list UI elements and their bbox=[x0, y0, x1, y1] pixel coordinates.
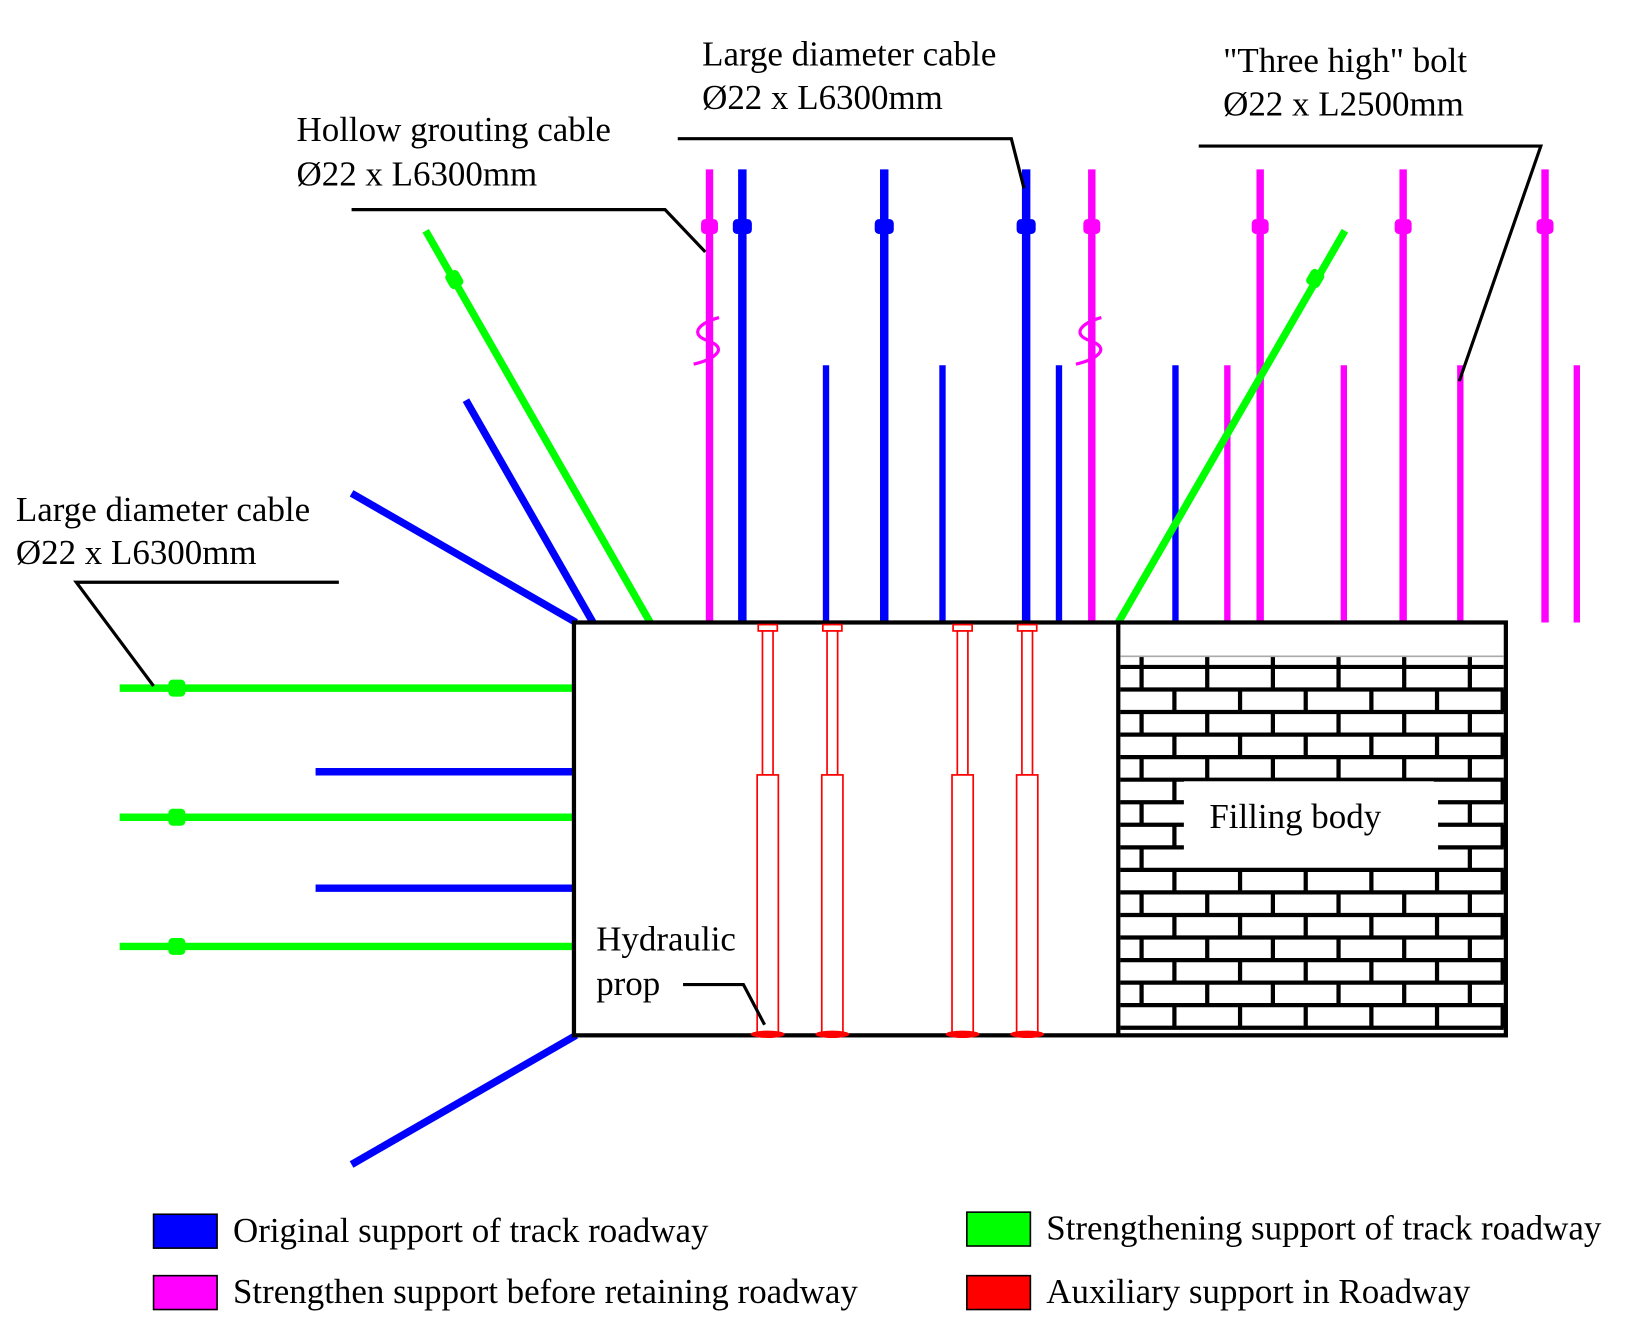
prop-inner-tube bbox=[1021, 630, 1034, 776]
filling-body-label: Filling body bbox=[1209, 797, 1381, 836]
legend-swatch-before-retaining bbox=[152, 1274, 218, 1311]
legend-label-auxiliary: Auxiliary support in Roadway bbox=[1046, 1272, 1471, 1311]
anchor-knot bbox=[701, 219, 718, 234]
legend-item-strengthening: Strengthening support of track roadway bbox=[966, 1209, 1602, 1248]
anchor-knot bbox=[1394, 219, 1412, 234]
three-high-bolt-spec: Ø22 x L2500mm bbox=[1223, 84, 1464, 123]
large-cable-left-leader bbox=[73, 580, 339, 687]
legend-swatch-strengthening bbox=[966, 1211, 1032, 1247]
legend-label-strengthening: Strengthening support of track roadway bbox=[1046, 1209, 1602, 1248]
prop-head bbox=[821, 623, 843, 632]
prop-outer-cylinder bbox=[1015, 774, 1039, 1035]
prop-inner-tube bbox=[761, 630, 774, 776]
prop-base bbox=[945, 1030, 980, 1038]
blue-angled-bolt-2 bbox=[349, 490, 578, 626]
legend-label-original: Original support of track roadway bbox=[233, 1211, 709, 1250]
filling-body-label-bg bbox=[1183, 781, 1434, 862]
annotation-large-cable-left: Large diameter cable Ø22 x L6300mm bbox=[16, 490, 339, 687]
anchor-knot bbox=[445, 269, 464, 289]
three-high-bolt-leader bbox=[1198, 144, 1544, 382]
prop-outer-cylinder bbox=[951, 774, 975, 1035]
anchor-knot bbox=[732, 219, 752, 234]
anchor-knot bbox=[1016, 219, 1036, 234]
legend-swatch-original bbox=[152, 1213, 218, 1249]
annotation-hollow-cable: Hollow grouting cable Ø22 x L6300mm bbox=[297, 110, 707, 254]
legend-item-auxiliary: Auxiliary support in Roadway bbox=[966, 1272, 1471, 1311]
hydraulic-prop-leader bbox=[683, 982, 766, 1026]
legend-item-original: Original support of track roadway bbox=[152, 1211, 709, 1250]
hollow-cable-leader bbox=[351, 208, 707, 254]
prop-base bbox=[750, 1030, 785, 1038]
anchor-knot bbox=[1083, 219, 1101, 234]
blue-angled-bolt-1 bbox=[462, 398, 597, 625]
grout-mark-2 bbox=[1075, 316, 1103, 366]
prop-outer-cylinder bbox=[820, 774, 844, 1035]
prop-head bbox=[757, 623, 779, 632]
hydraulic-prop-title: Hydraulic bbox=[596, 920, 736, 959]
blue-angled-bolt-3 bbox=[349, 1032, 578, 1168]
green-angled-cable-right bbox=[1115, 228, 1349, 625]
hollow-cable-spec: Ø22 x L6300mm bbox=[297, 154, 538, 193]
annotation-hydraulic-prop: Hydraulic prop bbox=[596, 920, 766, 1026]
anchor-knot bbox=[168, 808, 186, 826]
large-cable-top-leader bbox=[677, 137, 1026, 189]
anchor-knots bbox=[701, 219, 1554, 234]
anchor-knot bbox=[874, 219, 894, 234]
anchor-knot bbox=[168, 937, 186, 955]
annotation-large-cable-top: Large diameter cable Ø22 x L6300mm bbox=[677, 35, 1026, 189]
annotation-three-high-bolt: "Three high" bolt Ø22 x L2500mm bbox=[1198, 41, 1544, 382]
hydraulic-props bbox=[750, 623, 1045, 1038]
prop-outer-cylinder bbox=[756, 774, 780, 1035]
legend-label-before-retaining: Strengthen support before retaining road… bbox=[233, 1272, 858, 1311]
green-angled-cable-left bbox=[422, 228, 654, 625]
prop-inner-tube bbox=[826, 630, 839, 776]
large-cable-top-title: Large diameter cable bbox=[702, 35, 996, 74]
prop-head bbox=[952, 623, 973, 632]
legend-item-before-retaining: Strengthen support before retaining road… bbox=[152, 1272, 858, 1311]
filling-body-bricks bbox=[1120, 656, 1505, 1030]
roof-supports bbox=[693, 169, 1580, 623]
prop-base bbox=[815, 1030, 850, 1038]
three-high-bolt-title: "Three high" bolt bbox=[1223, 41, 1467, 80]
large-cable-left-title: Large diameter cable bbox=[16, 490, 310, 529]
anchor-knot bbox=[168, 679, 186, 697]
legend-swatch-auxiliary bbox=[966, 1274, 1032, 1311]
prop-inner-tube bbox=[956, 630, 969, 776]
anchor-knot bbox=[1306, 268, 1325, 288]
grout-mark-1 bbox=[693, 316, 721, 366]
large-cable-left-spec: Ø22 x L6300mm bbox=[16, 533, 257, 572]
prop-head bbox=[1016, 623, 1038, 632]
hydraulic-prop-title-2: prop bbox=[596, 964, 660, 1003]
anchor-knot bbox=[1251, 219, 1269, 234]
large-cable-top-spec: Ø22 x L6300mm bbox=[702, 78, 943, 117]
anchor-knot bbox=[1536, 219, 1554, 234]
rib-supports bbox=[119, 228, 1349, 1168]
legend: Original support of track roadway Streng… bbox=[152, 1209, 1602, 1311]
hollow-cable-title: Hollow grouting cable bbox=[297, 110, 611, 149]
prop-base bbox=[1010, 1030, 1045, 1038]
